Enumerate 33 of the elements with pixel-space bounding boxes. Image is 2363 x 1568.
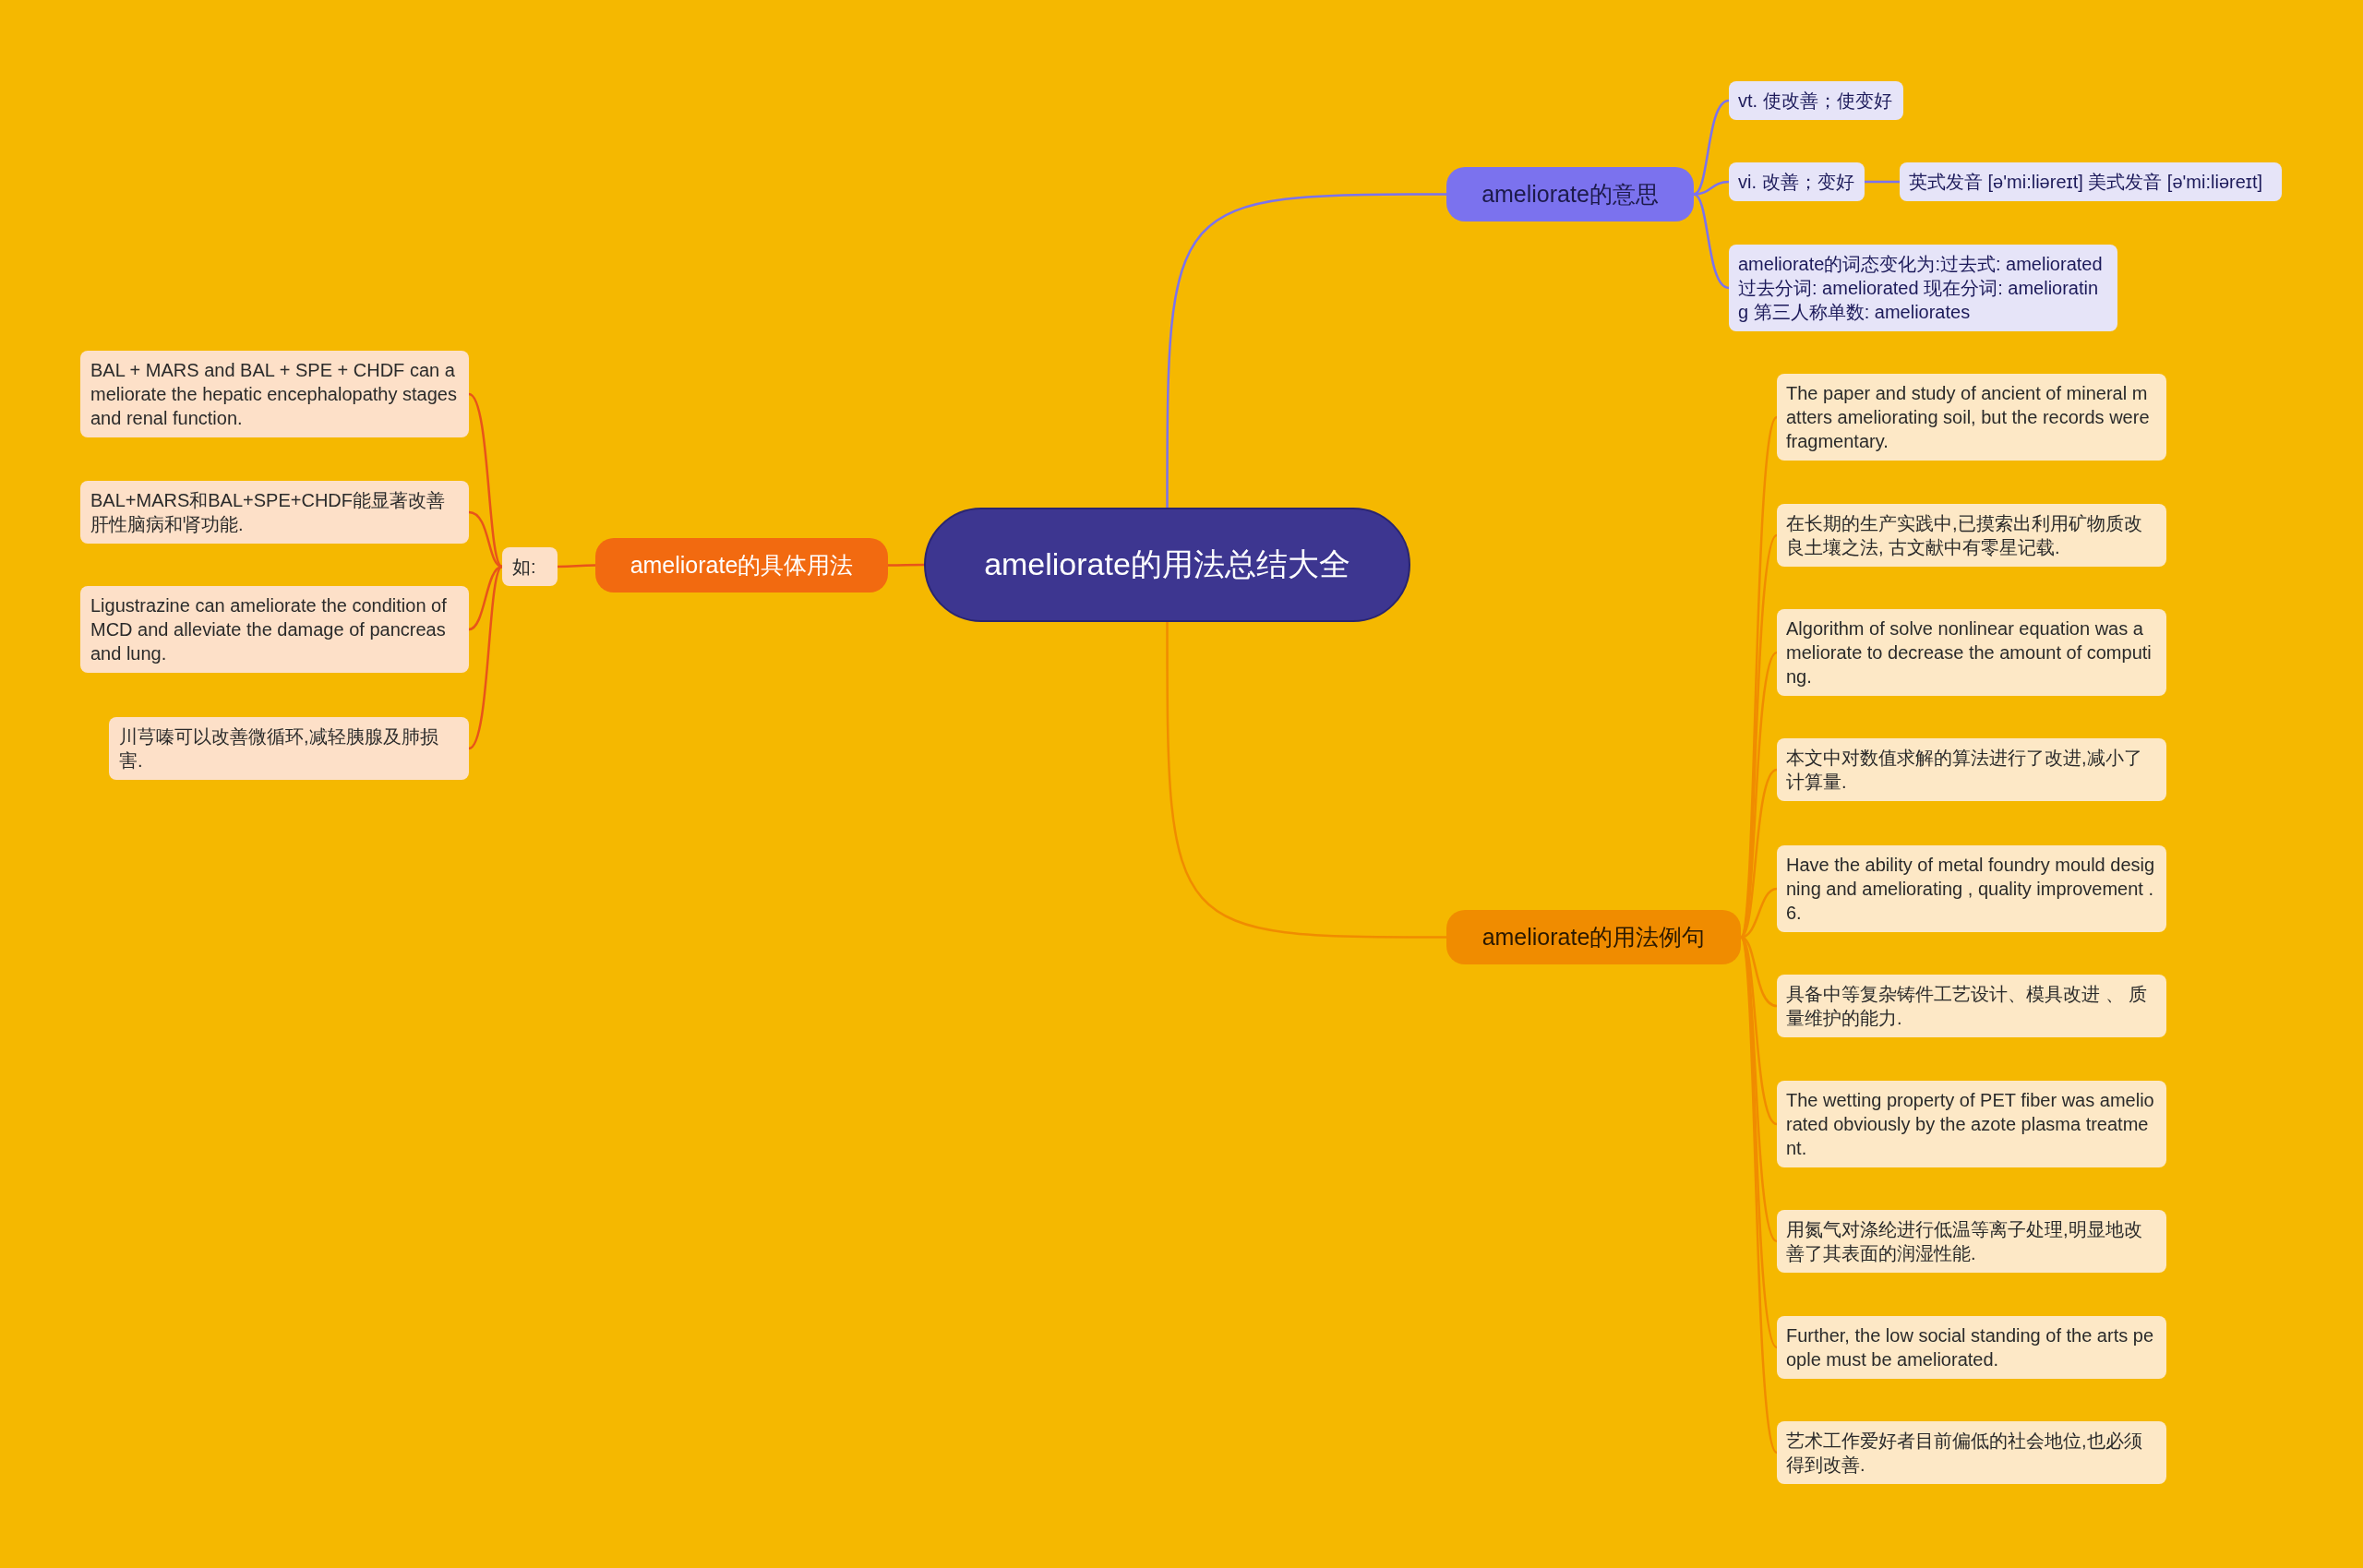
branch-topic: ameliorate的具体用法 (595, 538, 888, 592)
word-forms-card: ameliorate的词态变化为:过去式: ameliorated 过去分词: ameliorated 现在分词: ameliorating 第三人称单数: ameliorates (1729, 245, 2117, 331)
example-marker: 如: (502, 547, 558, 586)
branch-topic: ameliorate的用法例句 (1446, 910, 1741, 964)
connector-line (1693, 99, 1730, 196)
example-sentence-card: Algorithm of solve nonlinear equation was ameliorate to decrease the amount of computing. (1777, 609, 2166, 696)
example-sentence-card: 艺术工作爱好者目前偏低的社会地位,也必须得到改善. (1777, 1421, 2166, 1484)
example-sentence-card: 具备中等复杂铸件工艺设计、模具改进 、 质量维护的能力. (1777, 975, 2166, 1037)
example-sentence-card: The wetting property of PET fiber was ameliorated obviously by the azote plasma treatment. (1777, 1081, 2166, 1167)
connector-line (1166, 622, 1446, 939)
connector-line (468, 392, 503, 568)
example-sentence-card: Have the ability of metal foundry mould designing and ameliorating , quality improvement . 6. (1777, 845, 2166, 932)
pronunciation-card: 英式发音 [ə'mi:liəreɪt] 美式发音 [ə'mi:liəreɪt] (1900, 162, 2282, 201)
definition-card: vt. 使改善；使变好 (1729, 81, 1903, 120)
branch-topic: ameliorate的意思 (1446, 167, 1694, 221)
central-topic: ameliorate的用法总结大全 (924, 508, 1410, 622)
example-sentence-card: BAL + MARS and BAL + SPE + CHDF can ameliorate the hepatic encephalopathy stages and renal function. (80, 351, 469, 437)
example-sentence-card: Further, the low social standing of the arts people must be ameliorated. (1777, 1316, 2166, 1379)
definition-card: vi. 改善；变好 (1729, 162, 1865, 201)
example-sentence-card: 在长期的生产实践中,已摸索出利用矿物质改良土壤之法, 古文献中有零星记载. (1777, 504, 2166, 567)
connector-line (1865, 180, 1900, 184)
connector-line (558, 564, 595, 569)
example-sentence-card: BAL+MARS和BAL+SPE+CHDF能显著改善肝性脑病和肾功能. (80, 481, 469, 544)
example-sentence-card: 本文中对数值求解的算法进行了改进,减小了计算量. (1777, 738, 2166, 801)
example-sentence-card: 川芎嗪可以改善微循环,减轻胰腺及肺损害. (109, 717, 469, 780)
connector-line (1166, 193, 1446, 508)
connector-line (468, 566, 503, 749)
connector-line (1693, 193, 1730, 290)
example-sentence-card: Ligustrazine can ameliorate the condition of MCD and alleviate the damage of pancreas and lung. (80, 586, 469, 673)
connector-line (888, 563, 924, 567)
example-sentence-card: The paper and study of ancient of mineral matters ameliorating soil, but the records were fragmentary. (1777, 374, 2166, 461)
example-sentence-card: 用氮气对涤纶进行低温等离子处理,明显地改善了其表面的润湿性能. (1777, 1210, 2166, 1273)
connector-line (1739, 937, 1779, 1454)
